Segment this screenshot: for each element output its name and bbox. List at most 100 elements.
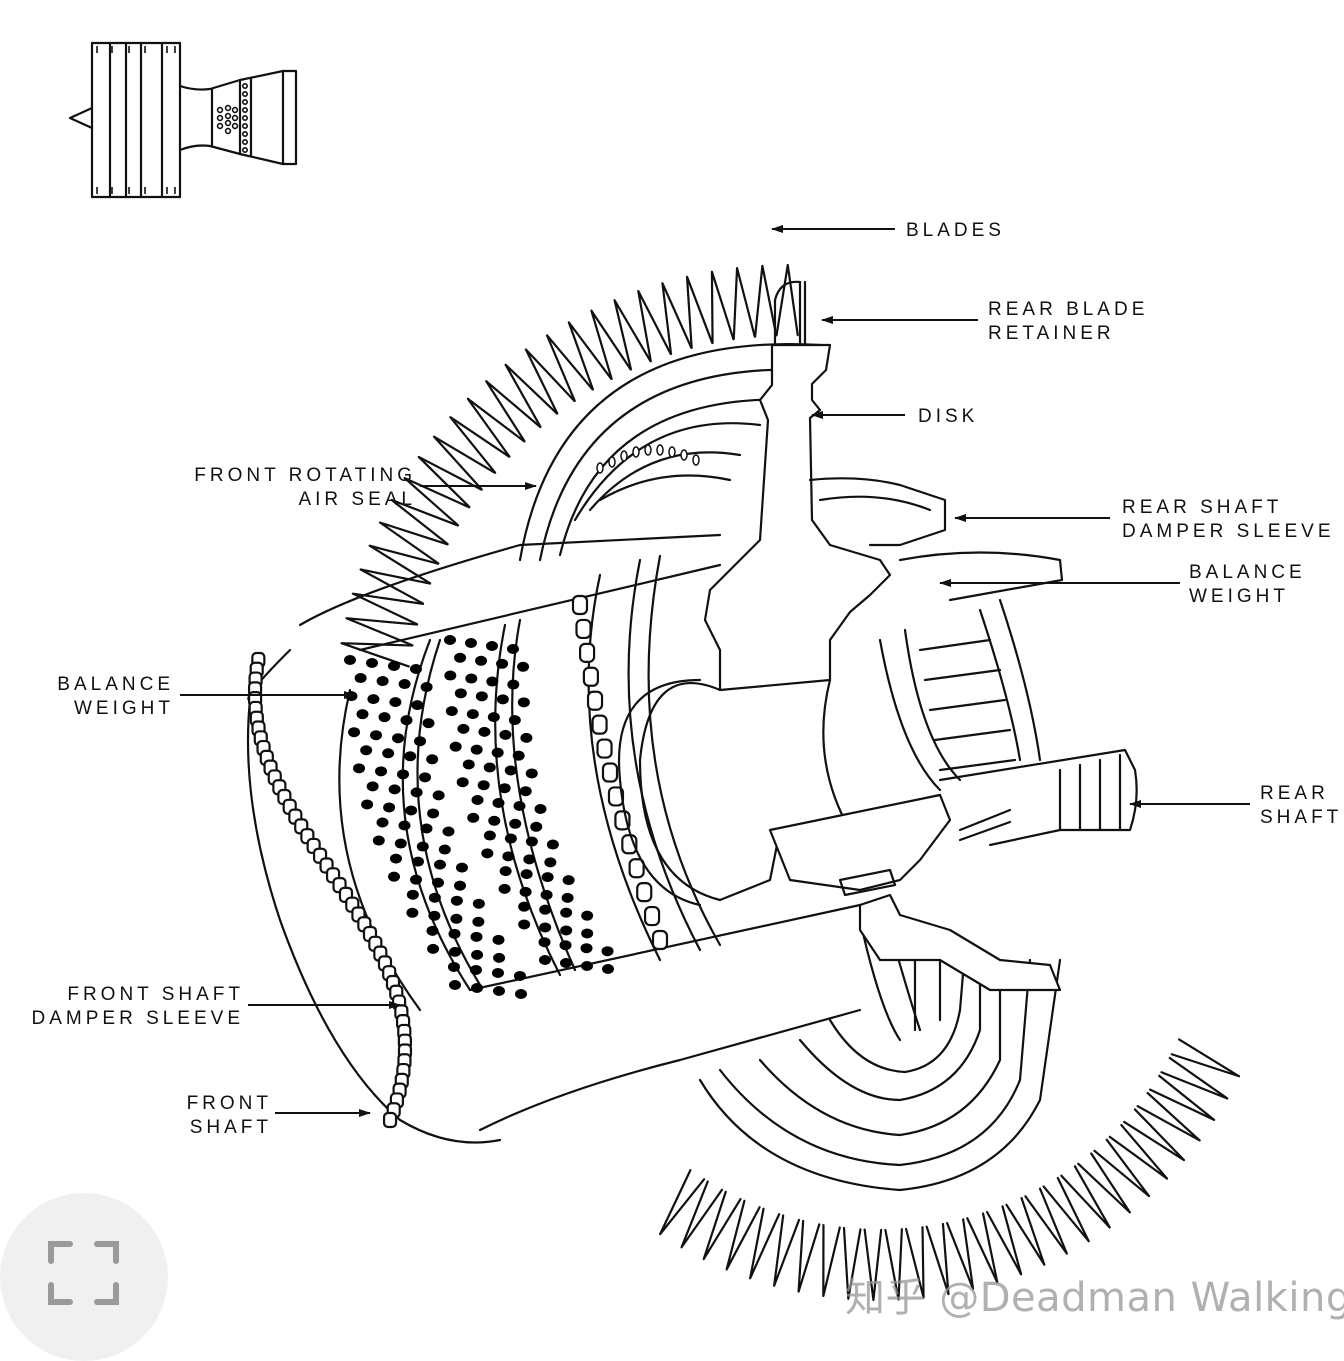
blade bbox=[702, 1190, 742, 1261]
hole bbox=[454, 652, 467, 663]
blade bbox=[1123, 1108, 1186, 1162]
label-balance-weight-front-line2: WEIGHT bbox=[74, 698, 174, 719]
hole bbox=[388, 784, 401, 795]
hole bbox=[456, 777, 469, 788]
hole bbox=[499, 729, 512, 740]
hole bbox=[344, 655, 356, 665]
hole bbox=[406, 889, 419, 900]
blade bbox=[613, 299, 652, 371]
hole bbox=[397, 769, 410, 780]
hole bbox=[450, 895, 463, 906]
label-rear-blade-retainer-line1: REAR BLADE bbox=[988, 299, 1148, 320]
hole bbox=[416, 841, 429, 852]
blade bbox=[1005, 1197, 1046, 1266]
hole bbox=[455, 862, 468, 873]
blade bbox=[822, 1224, 841, 1298]
fullscreen-button[interactable] bbox=[0, 1193, 168, 1361]
hole bbox=[601, 946, 614, 957]
bolt bbox=[596, 738, 613, 759]
bolt bbox=[582, 666, 600, 687]
blade bbox=[403, 476, 471, 527]
fullscreen-expand-icon bbox=[48, 1241, 119, 1305]
blade bbox=[661, 282, 693, 355]
hole bbox=[491, 967, 504, 978]
blade bbox=[590, 309, 632, 380]
blade bbox=[863, 1228, 883, 1302]
hole bbox=[602, 964, 614, 974]
blade bbox=[1077, 1152, 1131, 1214]
hole bbox=[488, 815, 501, 826]
hole bbox=[376, 817, 389, 828]
hole bbox=[414, 736, 427, 747]
hole bbox=[493, 952, 506, 963]
hole bbox=[411, 856, 424, 867]
hole bbox=[518, 919, 531, 930]
hole bbox=[562, 875, 575, 886]
blade bbox=[685, 275, 714, 349]
blade bbox=[345, 617, 419, 647]
hole bbox=[433, 859, 446, 870]
hole bbox=[507, 679, 520, 690]
hole bbox=[469, 964, 482, 975]
hole bbox=[353, 763, 366, 774]
hole bbox=[466, 709, 479, 720]
hole bbox=[483, 830, 496, 841]
hole bbox=[376, 676, 389, 687]
hole bbox=[471, 795, 484, 805]
hole bbox=[426, 754, 439, 765]
blade bbox=[390, 498, 459, 546]
hole bbox=[449, 980, 461, 990]
callout-labels: BLADES REAR BLADE RETAINER DISK FRONT RO… bbox=[32, 220, 1339, 1138]
blade bbox=[985, 1205, 1023, 1276]
hole bbox=[523, 854, 536, 865]
hole bbox=[493, 986, 505, 996]
hole bbox=[491, 747, 504, 758]
bolt bbox=[591, 714, 608, 735]
hole bbox=[486, 641, 498, 651]
hole bbox=[475, 655, 488, 666]
hole bbox=[360, 745, 373, 756]
hole bbox=[509, 818, 522, 829]
label-front-shaft-damper-sleeve-line1: FRONT SHAFT bbox=[67, 984, 244, 1005]
flange-bolt bbox=[382, 1111, 398, 1129]
blade bbox=[1042, 1176, 1090, 1243]
hole bbox=[502, 851, 515, 862]
hole bbox=[410, 874, 423, 885]
hole bbox=[449, 946, 462, 957]
hole bbox=[513, 801, 526, 811]
label-balance-weight-front-line1: BALANCE bbox=[57, 674, 174, 695]
hole bbox=[382, 748, 395, 759]
hole bbox=[367, 694, 380, 705]
hole bbox=[546, 839, 559, 850]
hole bbox=[428, 892, 441, 903]
blade bbox=[749, 1207, 781, 1280]
hole bbox=[478, 726, 491, 737]
hole bbox=[519, 886, 532, 897]
label-disk: DISK bbox=[918, 406, 978, 427]
blade bbox=[925, 1222, 950, 1296]
hole bbox=[404, 751, 417, 762]
hole bbox=[422, 718, 435, 729]
blade bbox=[485, 380, 542, 443]
hole bbox=[445, 706, 458, 717]
blade bbox=[368, 544, 440, 585]
hole bbox=[370, 730, 383, 741]
blade bbox=[351, 592, 425, 626]
hole bbox=[504, 765, 517, 776]
hole bbox=[515, 989, 527, 999]
bolt bbox=[651, 929, 669, 951]
hole bbox=[472, 916, 485, 927]
hole bbox=[544, 857, 557, 868]
blade-ring-lower bbox=[659, 1038, 1241, 1302]
blade bbox=[1024, 1187, 1068, 1255]
label-rear-shaft-damper-sleeve-line1: REAR SHAFT bbox=[1122, 497, 1282, 518]
seal-holes-upper bbox=[596, 444, 700, 474]
blade bbox=[1093, 1138, 1151, 1198]
hole bbox=[444, 635, 456, 645]
hole bbox=[539, 904, 552, 915]
hole bbox=[420, 823, 433, 834]
hole bbox=[375, 766, 388, 777]
watermark-text: 知乎 @Deadman Walking bbox=[845, 1275, 1344, 1321]
damper-sleeve-holes bbox=[344, 635, 614, 999]
